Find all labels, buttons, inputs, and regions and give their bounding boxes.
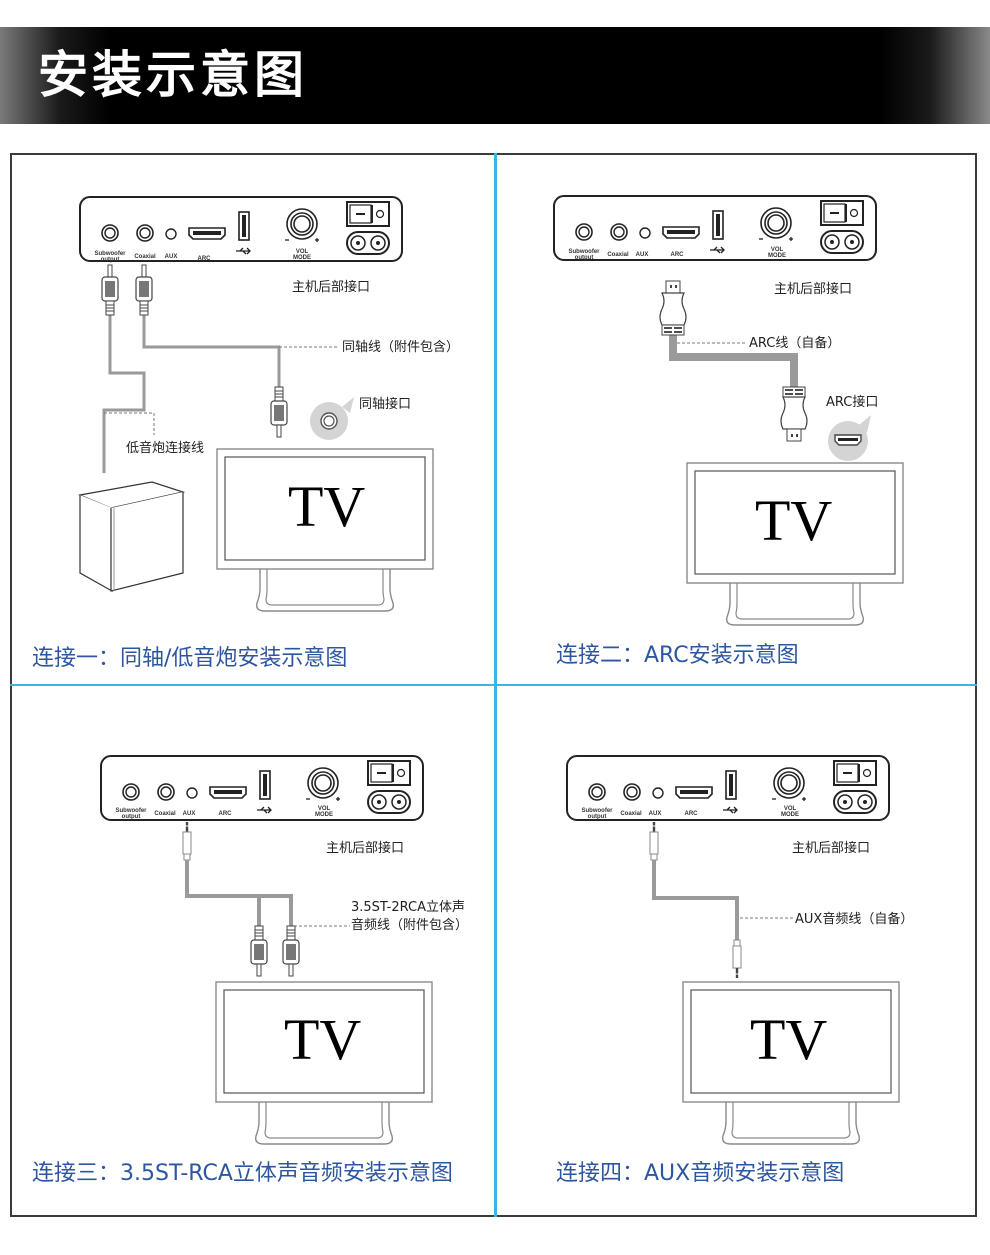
port-label-output: output (575, 255, 594, 261)
coaxial-cable (142, 315, 281, 391)
port-label-aux: AUX (165, 254, 178, 260)
page-title: 安装示意图 (38, 45, 308, 104)
port-label-subwoofer: Subwoofer (582, 808, 614, 814)
port-label-arc: ARC (198, 256, 212, 262)
rca-plug-right (282, 925, 300, 977)
coaxial-port-callout (310, 397, 354, 440)
port-label-coaxial: Coaxial (134, 254, 156, 260)
port-label-vol: VOL (771, 247, 784, 253)
port-label-vol: VOL (318, 806, 331, 812)
subwoofer-cable-leader (104, 412, 155, 435)
port-label-mode: MODE (768, 253, 786, 259)
subwoofer-illustration (77, 481, 186, 593)
panel-1-illustration: Subwoofer output Coaxial AUX ARC VOL MOD… (77, 196, 434, 612)
arc-port-label: ARC接口 (826, 395, 879, 410)
device-rear-label: 主机后部接口 (792, 841, 871, 856)
header-banner: 安装示意图 (0, 27, 990, 124)
tv-label: TV (750, 1007, 828, 1072)
device-rear-label: 主机后部接口 (292, 280, 371, 295)
subwoofer-cable-label: 低音炮连接线 (126, 441, 205, 456)
subwoofer-cable (102, 315, 146, 473)
port-label-subwoofer: Subwoofer (95, 251, 127, 257)
port-label-vol: VOL (784, 806, 797, 812)
panel-35st-rca: Subwoofer output Coaxial AUX ARC VOL MOD… (12, 688, 496, 1218)
coaxial-cable-label: 同轴线（附件包含） (342, 340, 460, 355)
port-label-arc: ARC (219, 811, 233, 817)
port-label-coaxial: Coaxial (620, 811, 642, 817)
rca-plug-coaxial (135, 264, 153, 316)
panel-caption: 连接一：同轴/低音炮安装示意图 (32, 646, 348, 671)
device-rear-panel (100, 755, 424, 821)
port-label-vol: VOL (296, 249, 309, 255)
port-label-coaxial: Coaxial (607, 252, 629, 258)
jack-35-device (181, 820, 193, 862)
arc-cable (669, 335, 798, 387)
port-label-mode: MODE (293, 255, 311, 261)
aux-cable (652, 860, 739, 940)
panel-3-illustration: Subwoofer output Coaxial AUX ARC VOL MOD… (100, 755, 433, 1145)
rca-plug-subwoofer (101, 264, 119, 316)
panel-aux: Subwoofer output Coaxial AUX ARC VOL MOD… (497, 688, 981, 1218)
panel-coaxial-subwoofer: Subwoofer output Coaxial AUX ARC VOL MOD… (12, 155, 496, 685)
device-rear-panel (566, 755, 890, 821)
port-label-mode: MODE (781, 812, 799, 818)
device-rear-label: 主机后部接口 (326, 841, 405, 856)
hdmi-plug-device (659, 280, 687, 336)
port-label-aux: AUX (649, 811, 662, 817)
device-rear-panel (79, 196, 403, 262)
port-label-arc: ARC (685, 811, 699, 817)
port-label-aux: AUX (636, 252, 649, 258)
port-label-output: output (588, 814, 607, 820)
port-label-arc: ARC (671, 252, 685, 258)
port-label-output: output (101, 257, 120, 263)
stereo-cable (185, 860, 293, 928)
port-label-coaxial: Coaxial (154, 811, 176, 817)
rca-plug-left (250, 925, 268, 977)
device-rear-label: 主机后部接口 (774, 282, 853, 297)
port-label-subwoofer: Subwoofer (116, 808, 148, 814)
hdmi-plug-tv (780, 386, 808, 442)
tv-label: TV (284, 1007, 362, 1072)
aux-cable-label: AUX音频线（自备） (795, 912, 914, 927)
jack-35-device (648, 820, 660, 862)
stereo-cable-label-line2: 音频线（附件包含） (351, 918, 469, 933)
port-label-output: output (122, 814, 141, 820)
panel-arc: Subwoofer output Coaxial AUX ARC VOL MOD… (497, 155, 981, 685)
port-label-mode: MODE (315, 812, 333, 818)
panel-caption: 连接四：AUX音频安装示意图 (556, 1161, 845, 1186)
panel-caption: 连接二：ARC安装示意图 (556, 643, 799, 668)
stereo-cable-label-line1: 3.5ST-2RCA立体声 (351, 900, 465, 915)
device-rear-panel (553, 195, 877, 261)
horizontal-divider (10, 684, 977, 686)
panel-caption: 连接三：3.5ST-RCA立体声音频安装示意图 (32, 1161, 453, 1186)
port-label-aux: AUX (183, 811, 196, 817)
rca-plug-tv (270, 386, 288, 438)
jack-35-tv (731, 938, 743, 980)
arc-cable-label: ARC线（自备） (749, 336, 841, 351)
port-label-subwoofer: Subwoofer (569, 249, 601, 255)
panel-4-illustration: Subwoofer output Coaxial AUX ARC VOL MOD… (566, 755, 900, 1145)
tv-label: TV (755, 488, 833, 553)
arc-port-callout (828, 415, 871, 461)
tv-label: TV (288, 474, 366, 539)
coaxial-port-label: 同轴接口 (359, 397, 412, 412)
panel-2-illustration: Subwoofer output Coaxial AUX ARC VOL MOD… (553, 195, 904, 626)
